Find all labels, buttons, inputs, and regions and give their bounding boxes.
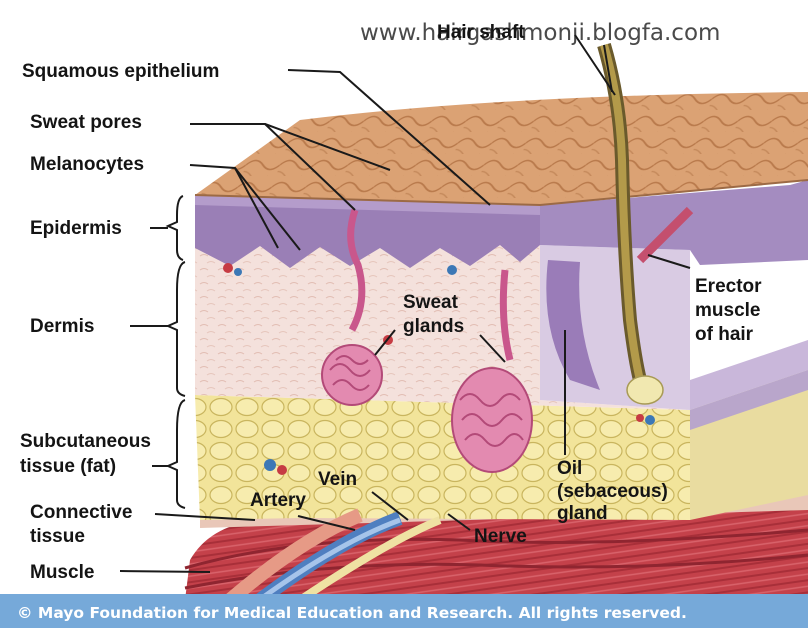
label-muscle: Muscle	[30, 562, 94, 583]
label-artery: Artery	[250, 490, 306, 511]
label-subcutaneous: Subcutaneous	[20, 431, 151, 452]
label-subcutaneous-fat: tissue (fat)	[20, 456, 116, 477]
watermark: www.hairgashmonji.blogfa.com	[360, 20, 720, 46]
label-erector-muscle: muscle	[695, 300, 760, 321]
label-vein: Vein	[318, 469, 357, 490]
label-sweat: Sweat	[403, 292, 459, 313]
label-squamous-epithelium: Squamous epithelium	[22, 61, 219, 82]
label-epidermis: Epidermis	[30, 218, 122, 239]
label-melanocytes: Melanocytes	[30, 154, 144, 175]
label-nerve: Nerve	[474, 526, 527, 547]
label-sweat-pores: Sweat pores	[30, 112, 142, 133]
label-erector: Erector	[695, 276, 762, 297]
label-connective-tissue: tissue	[30, 526, 85, 547]
label-hair-shaft: Hair shaft	[437, 22, 525, 43]
label-erector-of-hair: of hair	[695, 324, 754, 345]
label-connective: Connective	[30, 502, 132, 523]
label-sebaceous: (sebaceous)	[557, 481, 668, 502]
label-glands: glands	[403, 316, 464, 337]
label-dermis: Dermis	[30, 316, 94, 337]
label-gland: gland	[557, 503, 608, 524]
copyright-text: © Mayo Foundation for Medical Education …	[17, 604, 687, 622]
label-oil: Oil	[557, 458, 582, 479]
